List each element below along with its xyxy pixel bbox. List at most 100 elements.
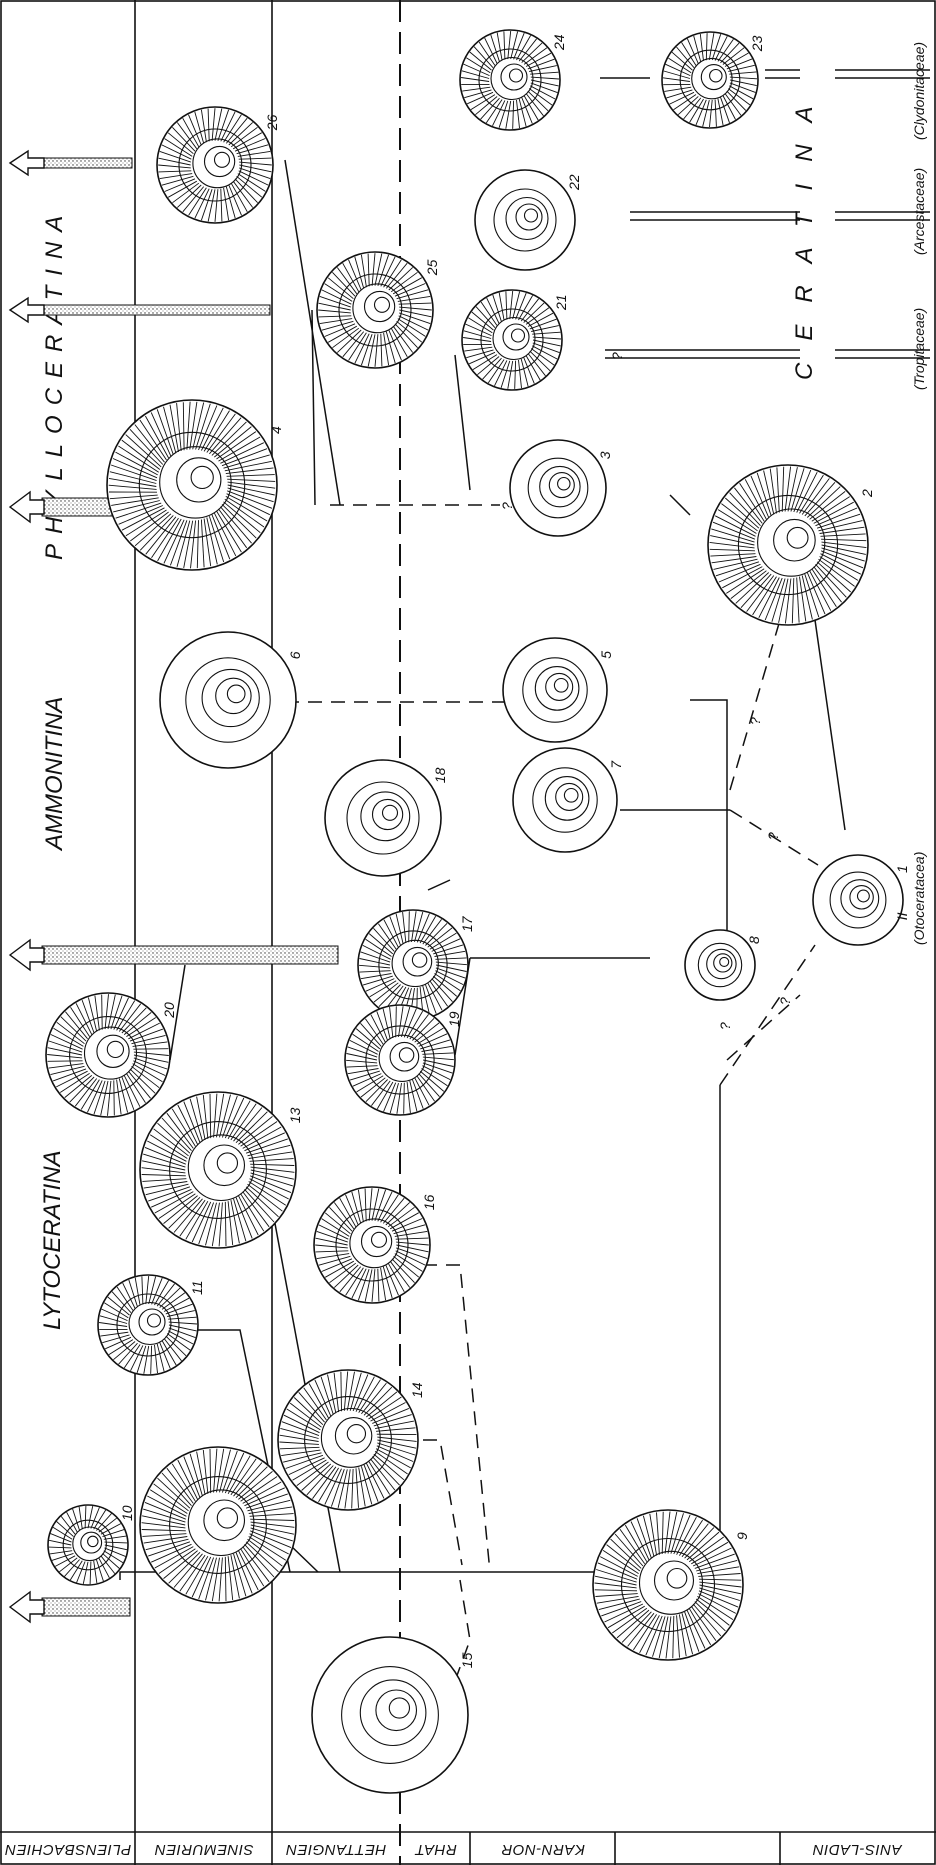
ammonite-specimen-5: 5 <box>503 638 614 742</box>
stage-label-rhat: RHAT <box>414 1841 457 1858</box>
specimen-number-label: 17 <box>459 915 475 932</box>
ammonite-specimen-22: 22 <box>475 170 582 270</box>
specimen-number-label: 7 <box>608 760 624 769</box>
shell-rib <box>409 911 410 942</box>
shell-outline <box>460 30 560 130</box>
shell-outline <box>46 993 170 1117</box>
ammonite-specimen-12: 12 <box>140 1447 303 1603</box>
ammonite-specimen-8: 8 <box>685 930 762 1000</box>
shell-rib <box>114 1080 115 1115</box>
specimen-number-label: 24 <box>551 34 567 51</box>
ammonite-specimen-3: 3 <box>510 440 613 536</box>
shell-rib <box>133 1049 168 1050</box>
link-8-5 <box>690 700 727 960</box>
specimen-number-label: 20 <box>161 1002 177 1019</box>
stage-label-anis-ladin: ANIS-LADIN <box>812 1841 902 1858</box>
specimen-number-label: 11 <box>189 1280 205 1295</box>
shell-outline <box>48 1505 128 1585</box>
ammonite-specimen-25: 25 <box>317 252 440 368</box>
shell-outline <box>462 290 562 390</box>
ammonite-specimen-2: 2 <box>708 465 875 625</box>
shell-outline <box>513 748 617 852</box>
ammonite-specimen-14: 14 <box>278 1370 425 1510</box>
ammonite-specimen-4: 4 <box>107 400 284 570</box>
link-5-to-2-dash <box>730 620 780 790</box>
arrow-ammonitina <box>10 940 338 970</box>
ammonite-specimen-13: 13 <box>140 1092 303 1248</box>
shell-rib <box>341 1372 342 1412</box>
stage-label-pliensbachien: PLIENSBACHIEN <box>5 1841 132 1858</box>
link-18 <box>428 880 450 890</box>
specimen-number-label: 15 <box>459 1652 475 1668</box>
ammonite-specimen-17: 17 <box>358 910 475 1020</box>
specimen-number-label: 3 <box>597 451 613 459</box>
link-25-3 <box>455 355 470 490</box>
shell-outline <box>160 632 296 768</box>
shell-outline <box>325 760 441 876</box>
group-label-ammonitina: AMMONITINA <box>41 697 68 852</box>
specimen-number-label: 16 <box>421 1194 437 1210</box>
link-9-vertical <box>700 1085 720 1582</box>
link-1-2 <box>815 620 845 830</box>
shell-outline <box>510 440 606 536</box>
shell-rib <box>48 1061 83 1062</box>
shell-outline <box>312 1637 468 1793</box>
specimen-number-label: 8 <box>746 936 762 944</box>
shell-outline <box>98 1275 198 1375</box>
specimen-number-label: 14 <box>409 1382 425 1398</box>
specimen-number-label: 18 <box>432 767 448 783</box>
arrow-lytoceratina <box>10 1592 130 1622</box>
shell-outline <box>157 107 273 223</box>
ammonite-specimen-26: 26 <box>157 107 280 223</box>
family-label-tropitacea: (Tropitaceae) <box>911 308 927 390</box>
shell-outline <box>278 1370 418 1510</box>
specimen-number-label: 22 <box>566 174 582 191</box>
ammonite-specimen-15: 15 <box>312 1637 475 1793</box>
ammonite-specimen-1: 1II <box>813 855 910 945</box>
arrow-phylloceratina-26 <box>10 151 132 175</box>
ammonite-specimen-11: 11 <box>98 1275 205 1375</box>
stage-label-sinemurien: SINEMURIEN <box>154 1841 253 1858</box>
specimens: 1II2345678910111213141516171819202122232… <box>46 30 910 1793</box>
question-mark-7-1: ? <box>765 832 781 840</box>
shell-outline <box>358 910 468 1020</box>
ammonite-specimen-19: 19 <box>345 1005 462 1115</box>
shell-rib <box>396 1006 397 1037</box>
stage-label-karn-nor: KARN-NOR <box>501 1841 585 1858</box>
question-mark-8: ? <box>717 1022 733 1030</box>
ammonite-specimen-7: 7 <box>513 748 624 852</box>
specimen-number-label: 4 <box>268 426 284 434</box>
question-mark-9-1: ? <box>777 997 793 1005</box>
family-label-otoceratacea: (Otoceratacea) <box>911 852 927 945</box>
ammonite-specimen-6: 6 <box>160 632 303 768</box>
shell-outline <box>317 252 433 368</box>
shell-outline <box>314 1187 430 1303</box>
link-3-2 <box>670 495 690 515</box>
ammonite-specimen-21: 21 <box>462 290 569 390</box>
shell-rib <box>102 995 103 1030</box>
ammonite-specimen-16: 16 <box>314 1187 437 1303</box>
shell-outline <box>503 638 607 742</box>
specimen-number-label: 13 <box>287 1107 303 1123</box>
shell-outline <box>685 930 755 1000</box>
specimen-number-label: 2 <box>859 489 875 498</box>
specimen-number-label: 6 <box>287 651 303 659</box>
ammonite-specimen-18: 18 <box>325 760 448 876</box>
shell-rib <box>404 1083 405 1114</box>
shell-outline <box>345 1005 455 1115</box>
specimen-number-label: 21 <box>553 294 569 311</box>
ammonite-specimen-24: 24 <box>460 30 567 130</box>
specimen-number-label: 10 <box>119 1505 135 1521</box>
shell-outline <box>813 855 903 945</box>
shell-outline <box>475 170 575 270</box>
question-mark-5-2: ? <box>747 717 763 725</box>
specimen-number-label: 9 <box>734 1532 750 1540</box>
specimen-number-label: 5 <box>598 651 614 659</box>
specimen-roman-label: II <box>894 912 910 920</box>
group-label-lytoceratina: LYTOCERATINA <box>39 1150 66 1330</box>
stage-label-hettangien: HETTANGIEN <box>286 1841 387 1858</box>
specimen-number-label: 25 <box>424 259 440 276</box>
question-mark-21: ? <box>609 352 625 360</box>
specimen-number-label: 23 <box>749 35 765 52</box>
